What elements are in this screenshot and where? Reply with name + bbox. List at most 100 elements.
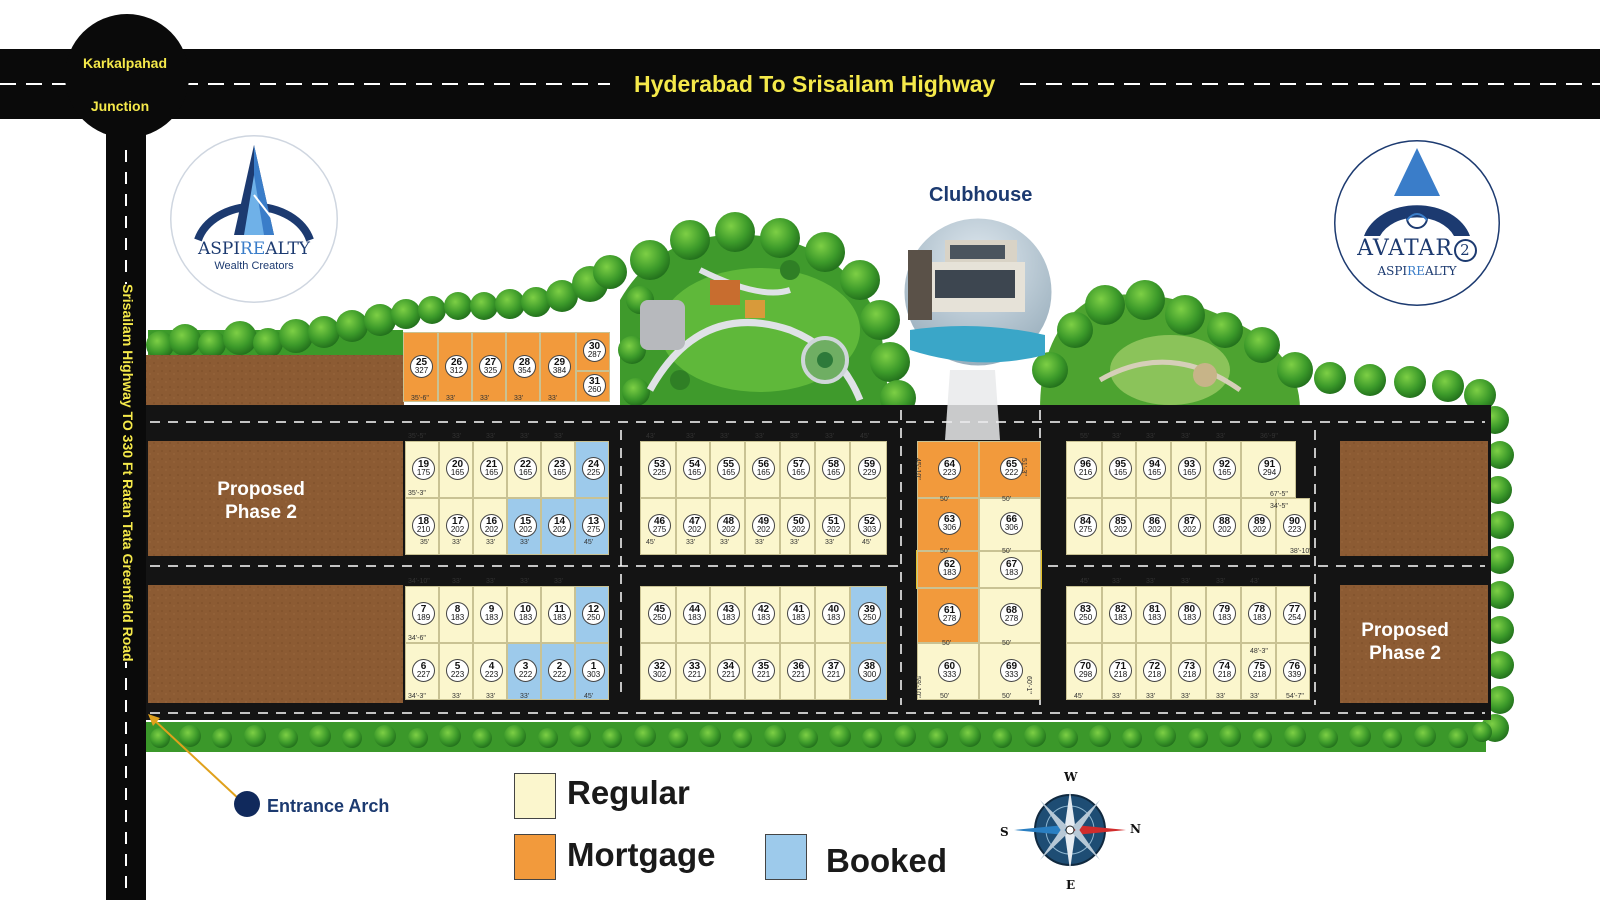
plot-area: 218 (1182, 669, 1197, 679)
plot-area: 183 (1147, 612, 1162, 622)
